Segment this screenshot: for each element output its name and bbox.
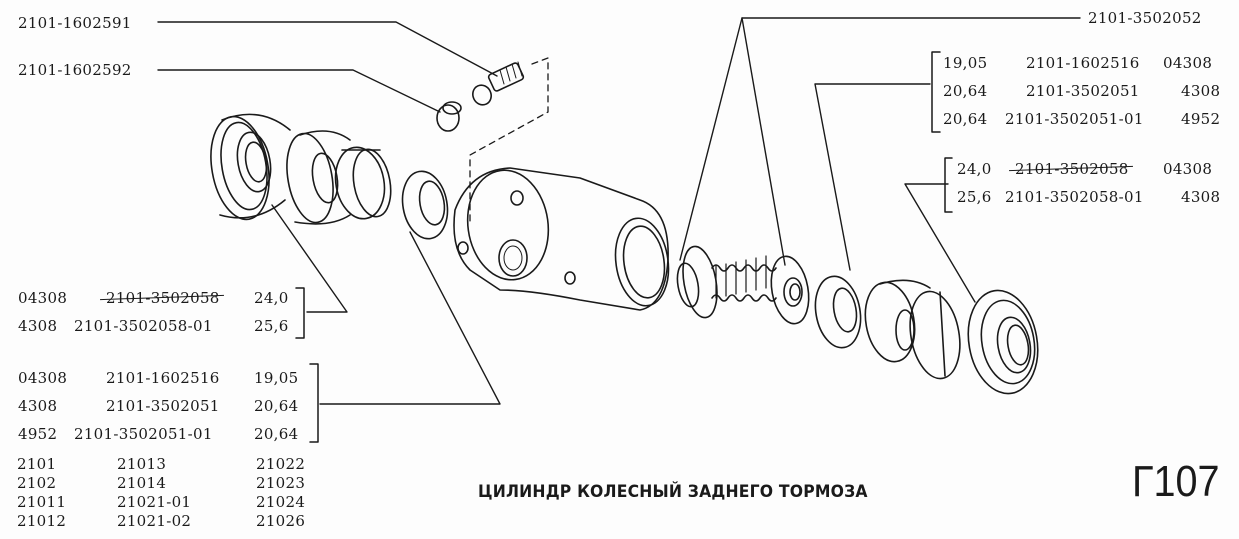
part-number: 2101-3502051 bbox=[1026, 82, 1140, 100]
cup-size: 20,64 bbox=[943, 82, 988, 100]
cup-size: 20,64 bbox=[254, 425, 299, 443]
model-code: 04308 bbox=[18, 369, 68, 387]
model-column: 21013 21014 21021-01 21021-02 bbox=[117, 455, 191, 531]
callout-spring-assembly: 2101-3502052 bbox=[1088, 9, 1202, 27]
cup-size: 19,05 bbox=[943, 54, 988, 72]
model-item: 21011 bbox=[17, 493, 67, 511]
part-number-struck: 2101-3502058 bbox=[1015, 160, 1129, 178]
part-number: 2101-3502058-01 bbox=[1005, 188, 1144, 206]
model-column: 2101 2102 21011 21012 bbox=[17, 455, 66, 531]
model-code: 4308 bbox=[18, 397, 58, 415]
part-number-struck: 2101-3502058 bbox=[106, 289, 220, 307]
model-item: 21014 bbox=[117, 474, 167, 492]
piston-size: 25,6 bbox=[957, 188, 992, 206]
model-item: 21013 bbox=[117, 455, 167, 473]
part-number: 2101-3502058-01 bbox=[74, 317, 213, 335]
model-item: 21021-02 bbox=[117, 512, 192, 530]
callout-bleeder-cap: 2101-1602592 bbox=[18, 61, 132, 79]
page-code: Г107 bbox=[1132, 457, 1220, 506]
cup-size: 20,64 bbox=[943, 110, 988, 128]
cylinder-body-drawing bbox=[453, 167, 670, 311]
model-code: 4308 bbox=[1181, 188, 1221, 206]
right-piston-drawing bbox=[864, 279, 961, 380]
leader-lines bbox=[157, 17, 1081, 405]
model-code: 4308 bbox=[18, 317, 58, 335]
model-code: 4952 bbox=[18, 425, 58, 443]
part-number: 2101-1602516 bbox=[1026, 54, 1140, 72]
model-code: 04308 bbox=[18, 289, 68, 307]
model-item: 21021-01 bbox=[117, 493, 192, 511]
right-cup-drawing bbox=[814, 275, 862, 349]
part-number: 2101-1602516 bbox=[106, 369, 220, 387]
model-code: 4952 bbox=[1181, 110, 1221, 128]
page-title: ЦИЛИНДР КОЛЕСНЫЙ ЗАДНЕГО ТОРМОЗА bbox=[478, 482, 868, 502]
model-code: 04308 bbox=[1163, 160, 1213, 178]
part-number: 2101-3502051-01 bbox=[1005, 110, 1144, 128]
piston-size: 24,0 bbox=[254, 289, 289, 307]
part-number: 2101-3502051 bbox=[106, 397, 220, 415]
right-dust-boot-drawing bbox=[967, 289, 1039, 395]
model-item: 21024 bbox=[256, 493, 306, 511]
part-number: 2101-3502051-01 bbox=[74, 425, 213, 443]
model-item: 21022 bbox=[256, 455, 306, 473]
left-cup-drawing bbox=[401, 170, 449, 240]
callout-bleeder-valve: 2101-1602591 bbox=[18, 14, 132, 32]
model-item: 21012 bbox=[17, 512, 67, 530]
piston-size: 25,6 bbox=[254, 317, 289, 335]
model-item: 21026 bbox=[256, 512, 306, 530]
piston-size: 24,0 bbox=[957, 160, 992, 178]
model-column: 21022 21023 21024 21026 bbox=[256, 455, 305, 531]
model-item: 2101 bbox=[17, 455, 57, 473]
model-code: 4308 bbox=[1181, 82, 1221, 100]
bleeder-valve-drawing bbox=[436, 57, 549, 223]
left-piston-drawing bbox=[286, 130, 392, 225]
model-code: 04308 bbox=[1163, 54, 1213, 72]
left-dust-boot-drawing bbox=[210, 113, 291, 221]
model-item: 21023 bbox=[256, 474, 306, 492]
brackets bbox=[295, 51, 953, 443]
spring-drawing bbox=[676, 245, 810, 325]
cup-size: 20,64 bbox=[254, 397, 299, 415]
cup-size: 19,05 bbox=[254, 369, 299, 387]
model-item: 2102 bbox=[17, 474, 57, 492]
